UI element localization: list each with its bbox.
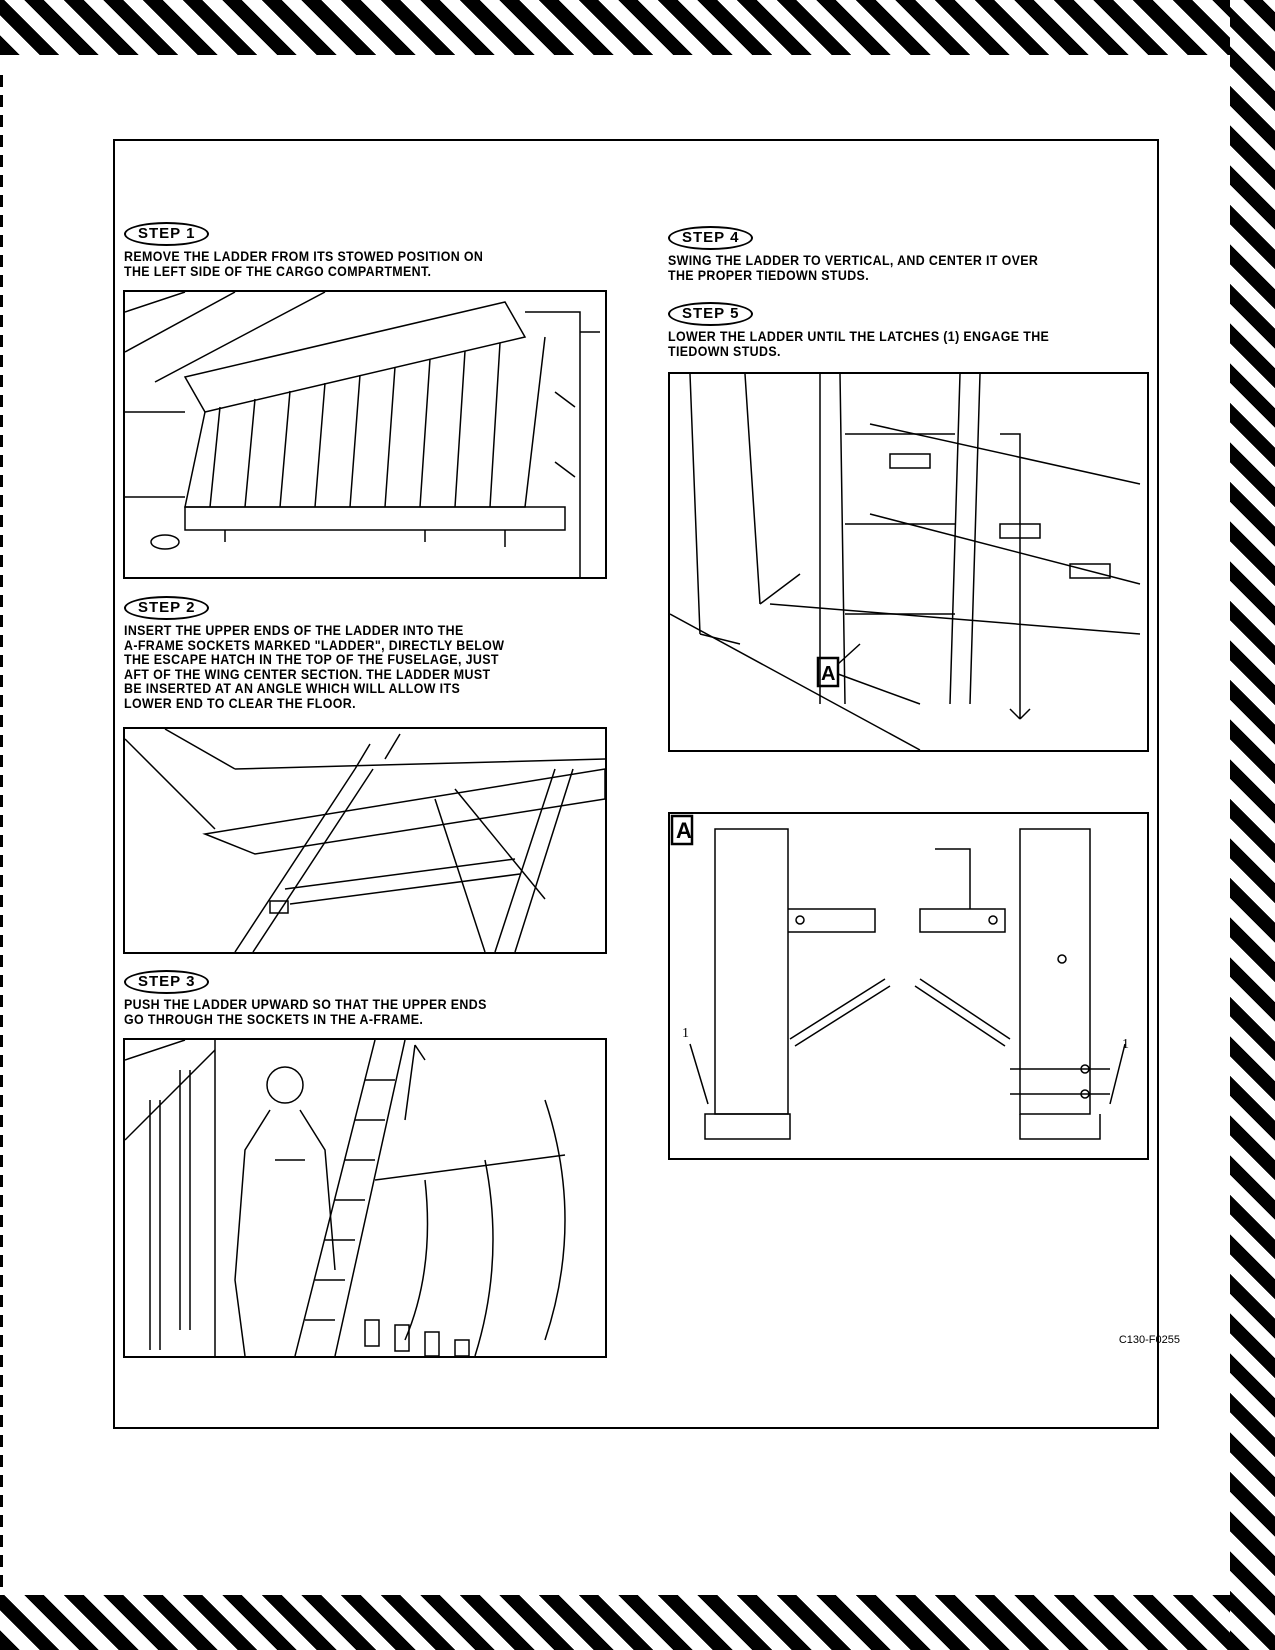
- step-3-label: STEP 3: [124, 970, 210, 994]
- figure-id: C130-F0255: [1118, 1334, 1180, 1346]
- step-4-label: STEP 4: [668, 226, 754, 250]
- step-3: STEP 3 PUSH THE LADDER UPWARD SO THAT TH…: [124, 970, 664, 1027]
- step-1: STEP 1 REMOVE THE LADDER FROM ITS STOWED…: [124, 222, 664, 279]
- svg-text:A: A: [821, 663, 835, 685]
- step-2-label: STEP 2: [124, 596, 210, 620]
- step-2: STEP 2 INSERT THE UPPER ENDS OF THE LADD…: [124, 596, 664, 711]
- hazard-border-right: [1230, 0, 1275, 1650]
- step-5-label: STEP 5: [668, 302, 754, 326]
- callout-1-right: 1: [1122, 1037, 1129, 1052]
- left-margin-rule: [0, 75, 3, 1587]
- illustration-frame: [113, 139, 1159, 1429]
- step-4-text: SWING THE LADDER TO VERTICAL, AND CENTER…: [668, 253, 1039, 283]
- step-3-text: PUSH THE LADDER UPWARD SO THAT THE UPPER…: [124, 997, 487, 1027]
- step-5: STEP 5 LOWER THE LADDER UNTIL THE LATCHE…: [668, 302, 1208, 359]
- step-4: STEP 4 SWING THE LADDER TO VERTICAL, AND…: [668, 226, 1208, 283]
- step-3-illustration: [123, 1038, 607, 1358]
- hazard-border-top: [0, 0, 1275, 55]
- step-5-text: LOWER THE LADDER UNTIL THE LATCHES (1) E…: [668, 329, 1050, 359]
- step-1-text: REMOVE THE LADDER FROM ITS STOWED POSITI…: [124, 249, 484, 279]
- detail-a-view: A 1 1: [668, 812, 1149, 1160]
- step-1-label: STEP 1: [124, 222, 210, 246]
- step-2-illustration: [123, 727, 607, 954]
- detail-a-label: A: [676, 818, 692, 843]
- step-2-text: INSERT THE UPPER ENDS OF THE LADDER INTO…: [124, 623, 505, 711]
- callout-1-left: 1: [682, 1026, 689, 1041]
- step-1-illustration: [123, 290, 607, 579]
- step-5-illustration: A: [668, 372, 1149, 752]
- hazard-border-bottom: [0, 1595, 1275, 1650]
